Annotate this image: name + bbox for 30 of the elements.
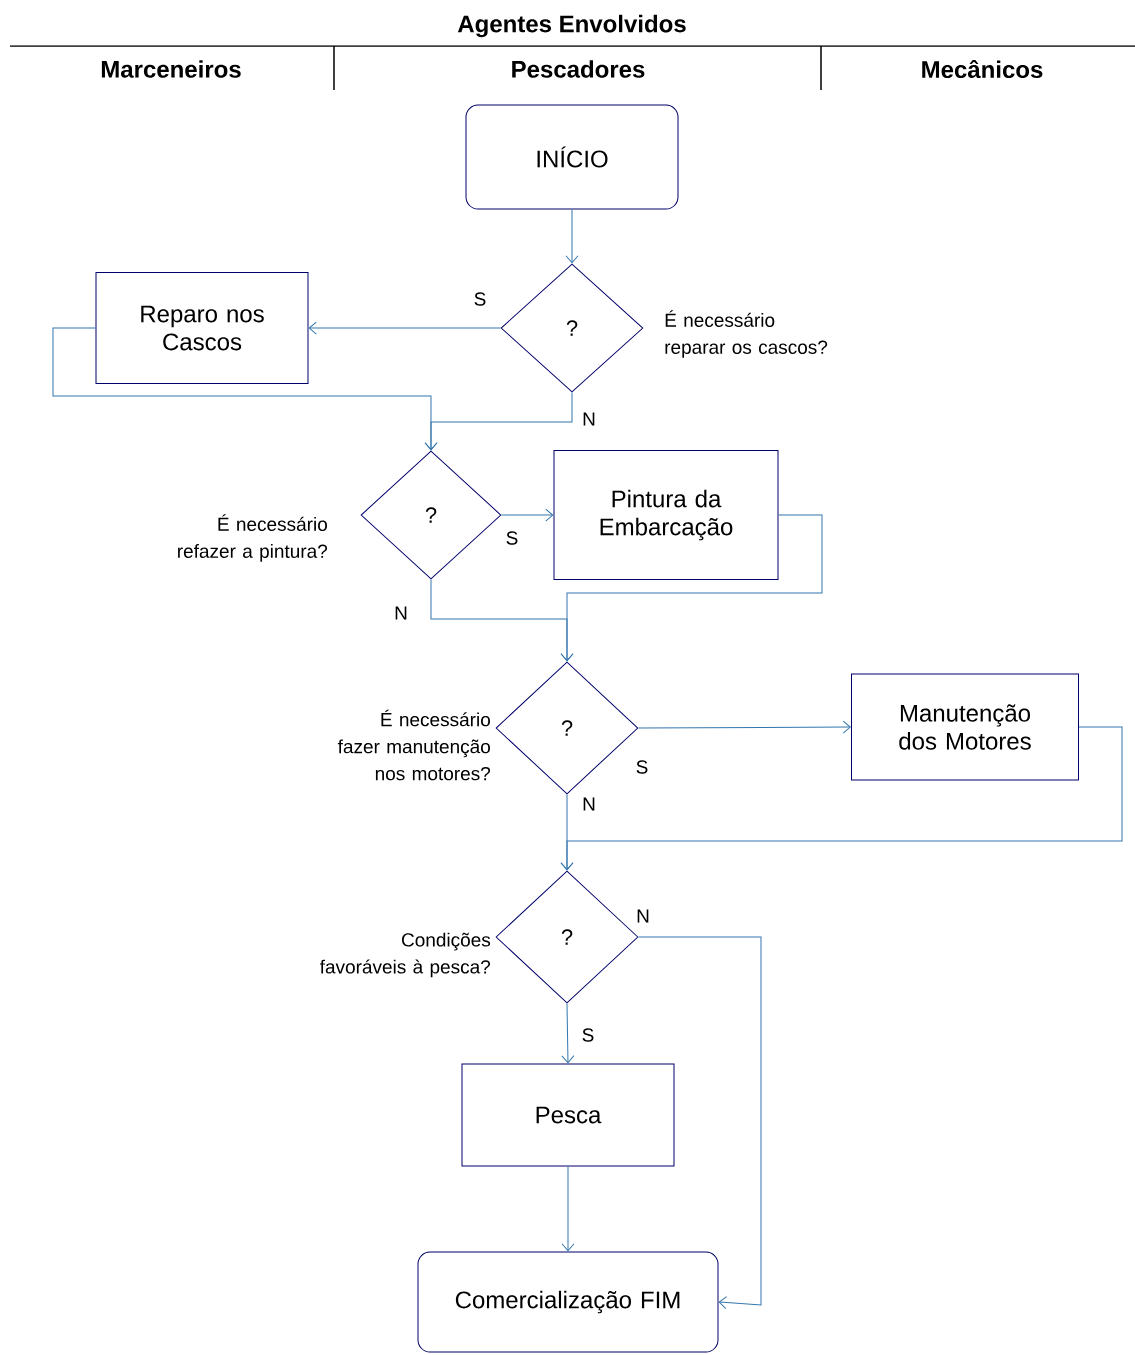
arrow bbox=[308, 321, 501, 335]
question-text: Condições favoráveis à pesca? bbox=[319, 932, 491, 978]
edge-label: S bbox=[472, 291, 488, 307]
lane-header: Marceneiros bbox=[101, 60, 241, 78]
arrow bbox=[560, 726, 1123, 871]
lane-header: Mecânicos bbox=[922, 59, 1043, 79]
title: Agentes Envolvidos bbox=[457, 14, 686, 38]
arrow bbox=[638, 936, 762, 1310]
process-box: Reparo nos Cascos bbox=[95, 272, 309, 384]
arrow bbox=[561, 1166, 575, 1252]
process-box: Manutenção dos Motores bbox=[851, 673, 1079, 781]
edge-label: S bbox=[580, 1027, 596, 1043]
process-box: Pintura da Embarcação bbox=[553, 450, 779, 580]
process-box: Pesca bbox=[461, 1063, 675, 1167]
terminal-box: Comercialização FIM bbox=[417, 1251, 719, 1353]
edge-label: N bbox=[581, 411, 597, 427]
lane-header: Pescadores bbox=[512, 60, 645, 78]
edge-label: N bbox=[581, 796, 597, 812]
terminal-box: INÍCIO bbox=[465, 104, 679, 210]
edge-label: N bbox=[393, 605, 409, 621]
arrow bbox=[561, 1003, 575, 1064]
arrow bbox=[52, 327, 438, 451]
question-text: É necessário refazer a pintura? bbox=[178, 514, 328, 562]
question-text: É necessário reparar os cascos? bbox=[665, 310, 828, 358]
arrow bbox=[501, 508, 554, 522]
question-text: É necessário fazer manutenção nos motores? bbox=[337, 709, 491, 781]
edge-label: S bbox=[504, 530, 520, 546]
arrow bbox=[638, 720, 851, 734]
arrow bbox=[560, 514, 823, 662]
arrow bbox=[565, 209, 579, 264]
